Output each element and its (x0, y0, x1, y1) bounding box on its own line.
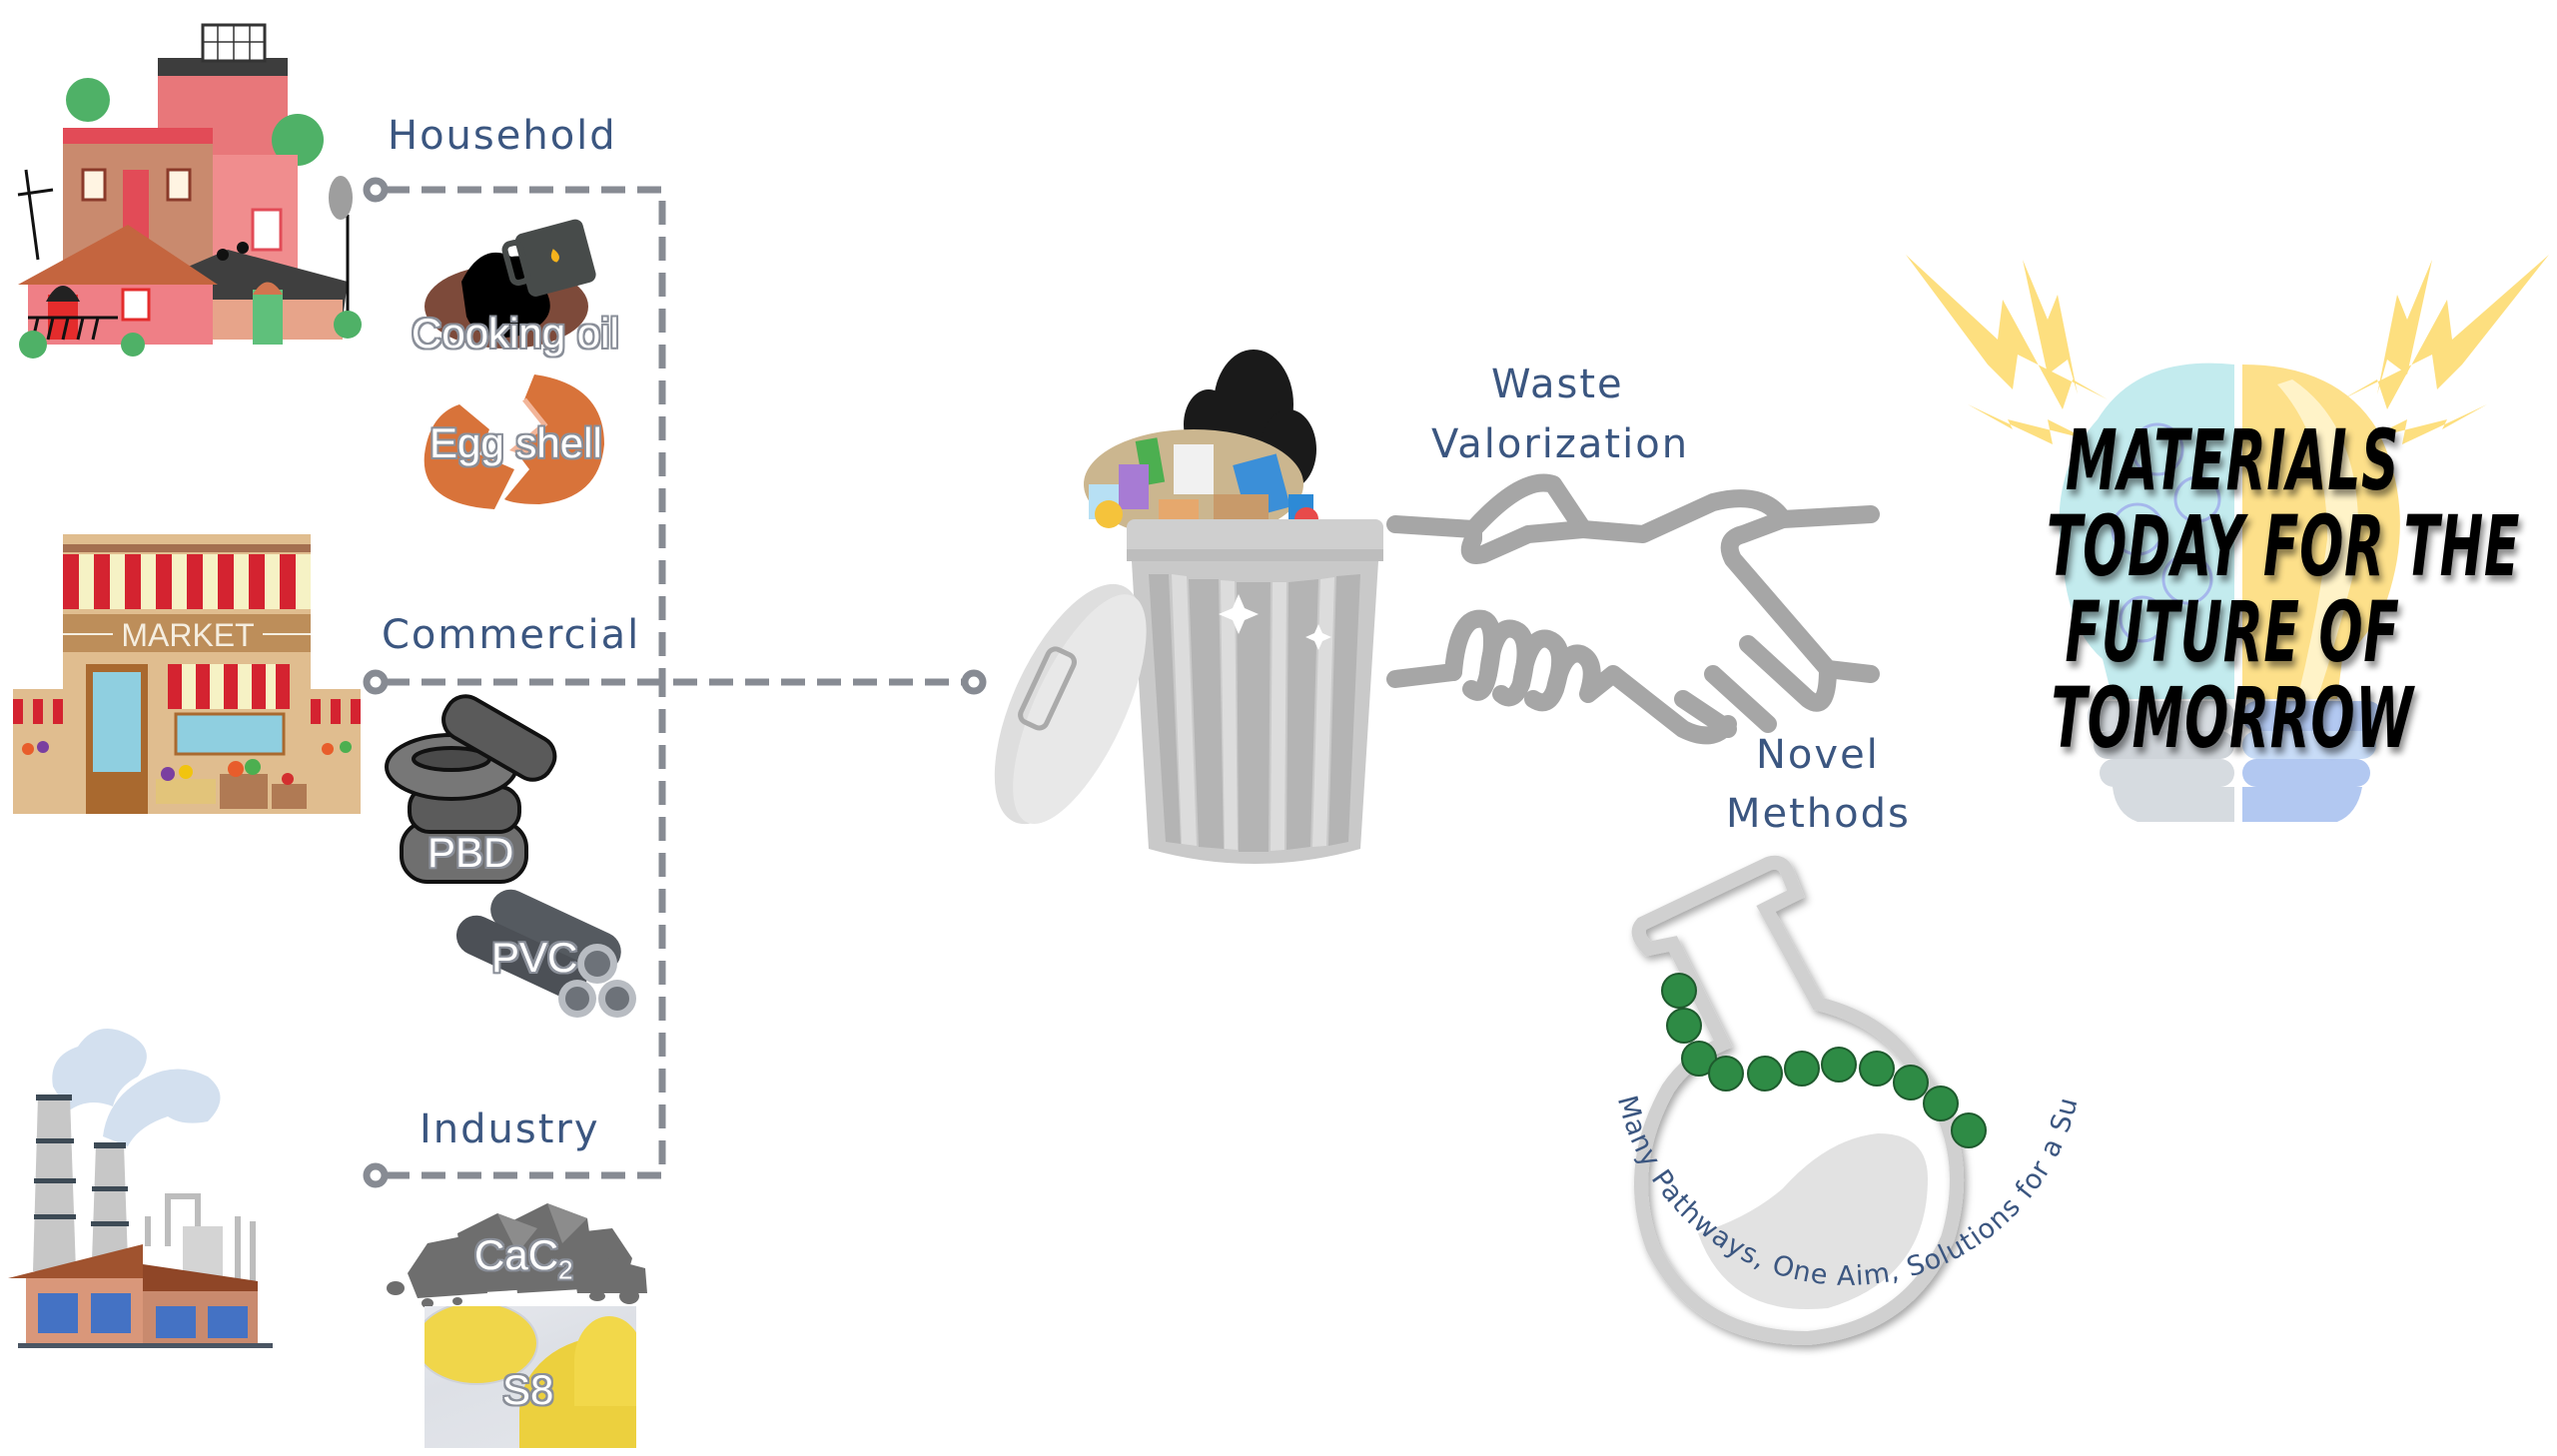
egg-shell-icon (424, 374, 604, 509)
market-sign: MARKET (121, 617, 254, 653)
cooking-oil-icon (425, 219, 596, 349)
connector-node-industry (363, 1162, 389, 1188)
egg-shell-label: Egg shell (429, 419, 602, 466)
lightbulb-brain-icon (1906, 255, 2549, 822)
valorization-label: Valorization (1431, 421, 1690, 467)
commercial-label: Commercial (382, 612, 641, 658)
pvc-label: PVC (491, 934, 578, 981)
title-line-3: FUTURE OF (2065, 583, 2400, 681)
sulfur-powder-photo (425, 1306, 636, 1448)
tires-icon (385, 694, 557, 884)
calcium-carbide-rocks-icon (387, 1203, 647, 1308)
novel-label: Novel (1756, 732, 1880, 778)
cac2-label: CaC2 (474, 1231, 573, 1285)
connector-household (386, 186, 666, 682)
market-icon: MARKET (13, 534, 361, 814)
factory-icon (8, 1029, 273, 1348)
title-line-4: TOMORROW (2051, 669, 2414, 767)
connector-node-household (363, 177, 389, 203)
methods-label: Methods (1726, 791, 1911, 837)
outcome-title: MATERIALS TODAY FOR THE FUTURE OF TOMORR… (1933, 417, 2532, 761)
trash-can-icon (994, 350, 1383, 864)
title-line-1: MATERIALS (2065, 411, 2400, 509)
waste-label: Waste (1491, 362, 1624, 407)
connector-node-trash (961, 669, 987, 695)
s8-label: S8 (502, 1366, 554, 1413)
pbd-label: PBD (427, 829, 514, 876)
polymer-beads (1661, 973, 1987, 1148)
houses-icon (17, 23, 362, 359)
pvc-pipes-icon (455, 889, 636, 1018)
industry-label: Industry (420, 1106, 600, 1152)
flask-polymer-chain-icon: Many Pathways, One Aim, Solutions for a … (1569, 825, 2084, 1346)
cooking-oil-label: Cooking oil (412, 310, 619, 357)
household-label: Household (388, 113, 617, 159)
title-line-2: TODAY FOR THE (2047, 497, 2521, 595)
handshake-icon (1386, 473, 1880, 745)
connector-industry (386, 682, 666, 1179)
connector-node-commercial (363, 669, 389, 695)
